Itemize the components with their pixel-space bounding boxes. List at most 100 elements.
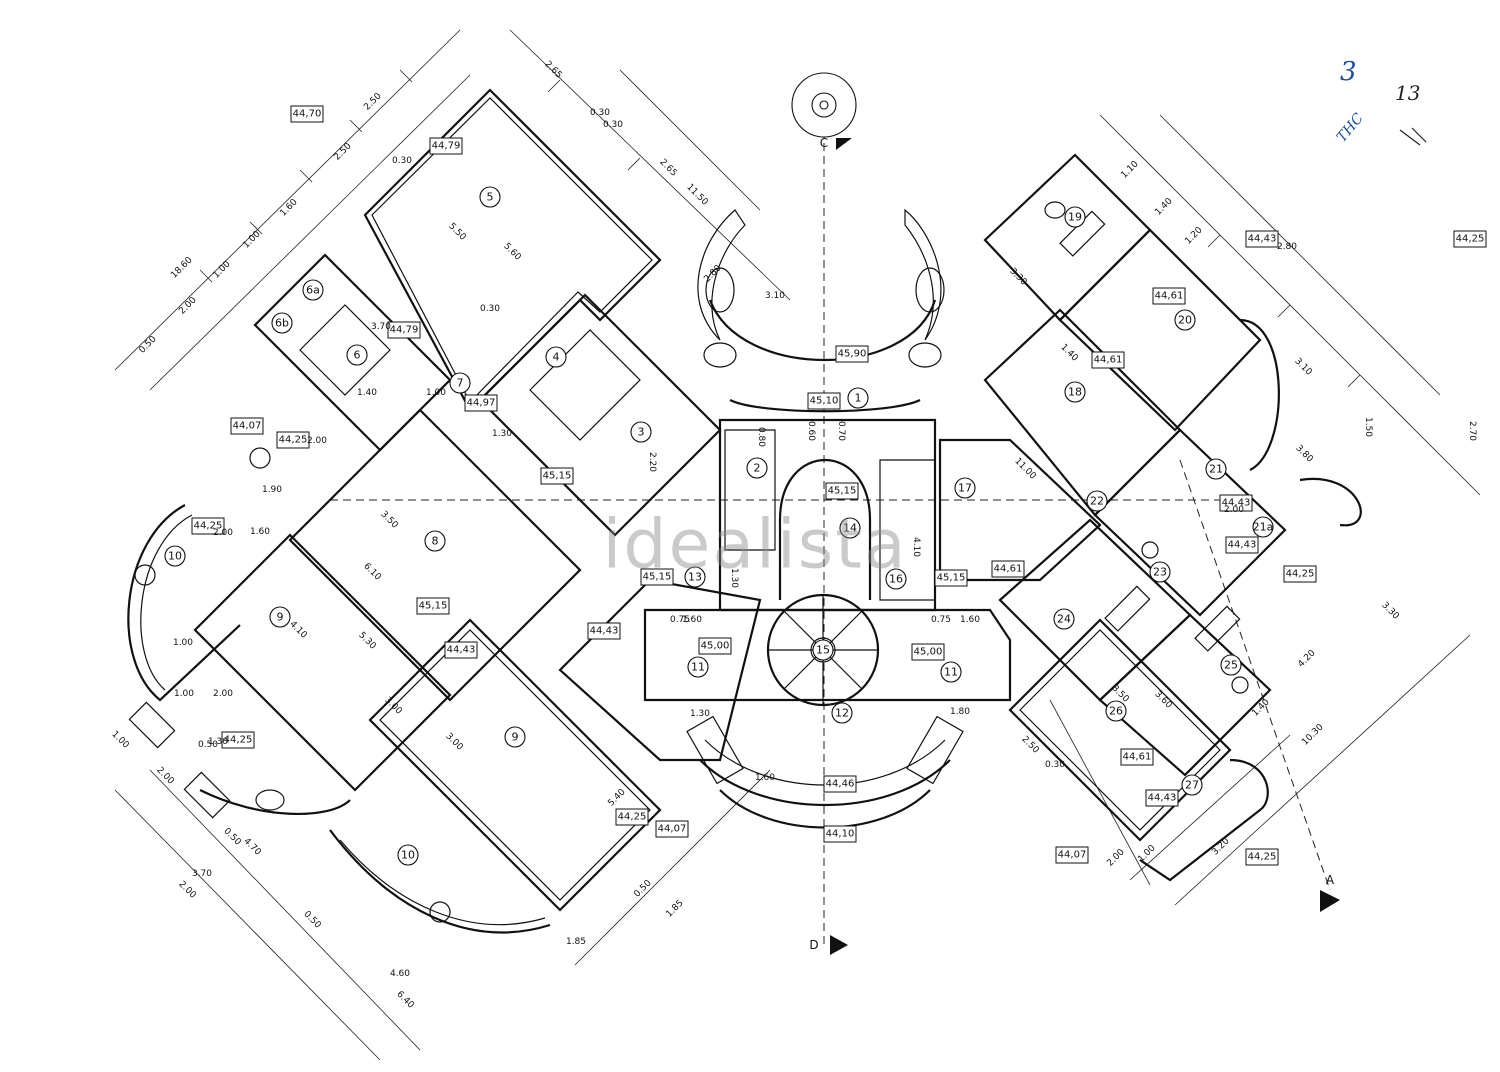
level-value: 44,25 (618, 812, 647, 823)
level-box (655, 820, 689, 838)
room-number-circle (940, 661, 962, 683)
dimension-label: 2.00 (177, 295, 198, 316)
level-box (835, 345, 869, 363)
dimension-label: 0.30 (392, 156, 412, 166)
level-box (230, 417, 264, 435)
central-core (643, 208, 1012, 829)
room-number: 23 (1153, 566, 1167, 579)
room-number-circle (164, 545, 186, 567)
room-number-circle (687, 656, 709, 678)
page-number: 13 (1395, 81, 1420, 105)
dimension-label: 0.75 (670, 615, 690, 625)
dimension-label: 3.50 (378, 509, 399, 530)
level-value: 45,90 (838, 349, 867, 360)
dimension-label: 2.00 (213, 528, 233, 538)
level-box (823, 825, 857, 843)
level-marker: 44,25 (191, 517, 225, 535)
dimension-label: 1.85 (566, 937, 586, 947)
level-box (698, 637, 732, 655)
dimension-label: 3.80 (1293, 443, 1314, 464)
room-number: 27 (1185, 779, 1199, 792)
room-number-circle (1064, 206, 1086, 228)
dimension-label: 2.00 (154, 765, 175, 786)
handwritten-annotation: 3 (1340, 57, 1357, 87)
room-number-circle (424, 530, 446, 552)
level-box (615, 808, 649, 826)
room-label: 15 (812, 639, 834, 661)
level-marker: 44,46 (823, 775, 857, 793)
dimension-label: 0.30 (480, 304, 500, 314)
level-box (934, 569, 968, 587)
room-number: 2 (754, 462, 761, 475)
room-number-circle (812, 639, 834, 661)
dimension-label: 2.20 (647, 452, 657, 472)
room-number-circle (504, 726, 526, 748)
level-value: 44,79 (432, 141, 461, 152)
room-number: 10 (168, 550, 182, 563)
dimension-label: 1.00 (211, 259, 232, 280)
dimension-label: 3.00 (443, 731, 464, 752)
section-label-bottom: D (809, 938, 818, 952)
room-number-circle (1149, 561, 1171, 583)
room-label: 20 (1174, 309, 1196, 331)
dimension-label: 4.10 (911, 537, 921, 557)
dimension-label: 1.40 (1058, 342, 1079, 363)
room-label: 6a (302, 279, 324, 301)
room-number-circle (1105, 700, 1127, 722)
room-number-circle (954, 477, 976, 499)
room-label: 9 (504, 726, 526, 748)
level-marker: 44,43 (1225, 536, 1259, 554)
level-box (1091, 351, 1125, 369)
level-box (1453, 230, 1487, 248)
room-number: 11 (691, 661, 705, 674)
right-wing (938, 153, 1362, 882)
level-value: 44,25 (279, 435, 308, 446)
dimension-label: 1.40 (1250, 697, 1271, 718)
level-value: 44,25 (1248, 852, 1277, 863)
room-label: 24 (1053, 608, 1075, 630)
level-value: 44,61 (1094, 355, 1123, 366)
room-number: 25 (1224, 659, 1238, 672)
room-number: 15 (816, 644, 830, 657)
level-box (464, 394, 498, 412)
level-value: 45,15 (643, 572, 672, 583)
level-marker: 44,43 (1245, 230, 1279, 248)
dimension-label: 4.10 (287, 619, 308, 640)
level-box (444, 641, 478, 659)
section-marker-right: A (1320, 873, 1340, 912)
dimension-label: 0.50 (301, 909, 322, 930)
dimension-label: 6.40 (394, 989, 415, 1010)
level-marker: 44,61 (1120, 748, 1154, 766)
room-number: 6b (275, 317, 289, 330)
room-number-circle (885, 568, 907, 590)
dimension-label: 18.60 (169, 255, 194, 280)
room-number-circle (302, 279, 324, 301)
room-number: 19 (1068, 211, 1082, 224)
level-marker: 45,15 (540, 467, 574, 485)
dimension-label: 4.60 (390, 969, 410, 979)
level-box (911, 643, 945, 661)
dimension-label: 1.60 (682, 615, 702, 625)
level-marker: 44,43 (1145, 789, 1179, 807)
level-value: 44,61 (994, 564, 1023, 575)
room-number: 18 (1068, 386, 1082, 399)
dimension-label: 3.20 (1210, 836, 1231, 857)
level-marker: 44,79 (429, 137, 463, 155)
room-number: 6 (354, 349, 361, 362)
dimension-label: 1.00 (426, 388, 446, 398)
dimension-label: 1.40 (357, 388, 377, 398)
dimension-label: 0.30 (603, 120, 623, 130)
room-label: 17 (954, 477, 976, 499)
dimension-label: 0.75 (931, 615, 951, 625)
room-number-circle (397, 844, 419, 866)
dimension-label: 1.40 (1153, 196, 1174, 217)
room-number: 6a (306, 284, 320, 297)
room-label: 3 (630, 421, 652, 443)
dimension-label: 2.50 (332, 141, 353, 162)
dimension-label: 4.70 (241, 836, 262, 857)
level-box (1245, 848, 1279, 866)
dimension-label: 0.50 (198, 740, 218, 750)
level-box (1219, 494, 1253, 512)
